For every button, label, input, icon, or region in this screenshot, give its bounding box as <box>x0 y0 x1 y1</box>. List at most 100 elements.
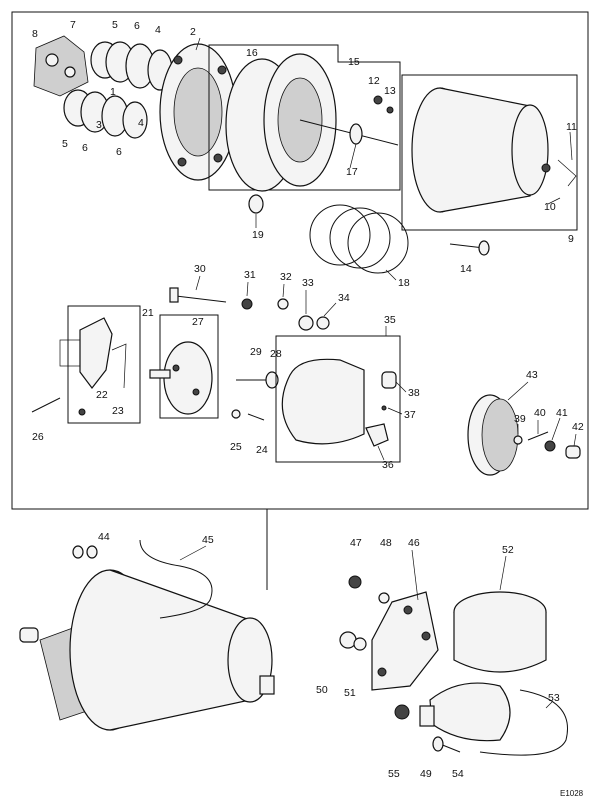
end-cover-frame <box>275 335 401 463</box>
callout-35: 35 <box>384 314 396 326</box>
callout-13: 13 <box>384 85 396 97</box>
washer-25 <box>231 409 241 419</box>
nut-47 <box>348 575 362 589</box>
diaphragm-assembly <box>225 53 399 192</box>
callout-29: 29 <box>250 346 262 358</box>
coil-housing <box>411 87 577 213</box>
leader-lines <box>179 37 577 709</box>
callout-8: 8 <box>32 28 38 40</box>
bracket-46 <box>371 591 439 691</box>
callout-34: 34 <box>338 292 350 304</box>
screw-24 <box>247 413 265 421</box>
callout-48: 48 <box>380 537 392 549</box>
callout-39: 39 <box>514 413 526 425</box>
callout-45: 45 <box>202 534 214 546</box>
callout-5b: 5 <box>62 138 68 150</box>
end-cover-35 <box>281 358 397 447</box>
callout-38: 38 <box>408 387 420 399</box>
callout-12: 12 <box>368 75 380 87</box>
callout-19: 19 <box>252 229 264 241</box>
bolt-40 <box>527 431 549 441</box>
bolt-54 <box>432 736 461 753</box>
callout-22: 22 <box>96 389 108 401</box>
bolt-30 <box>169 287 227 303</box>
callout-6c: 6 <box>116 146 122 158</box>
callout-4b: 4 <box>138 117 144 129</box>
pedestal-27 <box>149 341 213 415</box>
callout-16: 16 <box>246 47 258 59</box>
clamp-49 <box>419 682 511 742</box>
callout-2: 2 <box>190 26 196 38</box>
callout-24: 24 <box>256 444 268 456</box>
nut-31 <box>241 298 253 310</box>
callout-50: 50 <box>316 684 328 696</box>
callout-49: 49 <box>420 768 432 780</box>
callout-36: 36 <box>382 459 394 471</box>
contact-breaker-21 <box>31 317 127 416</box>
callout-labels: 1 2 3 4 4 5 5 6 6 6 7 8 9 10 11 12 13 14… <box>32 19 584 780</box>
callout-6b: 6 <box>82 142 88 154</box>
washer-39 <box>513 435 523 445</box>
pedestal-frame <box>159 314 219 419</box>
callout-5a: 5 <box>112 19 118 31</box>
nut-55 <box>394 704 410 720</box>
callout-3: 3 <box>96 119 102 131</box>
washer-48 <box>378 592 390 604</box>
washer-32 <box>277 298 289 310</box>
contact-breaker-frame <box>67 305 141 424</box>
callout-18: 18 <box>398 277 410 289</box>
callout-30: 30 <box>194 263 206 275</box>
coil-housing-frame <box>401 74 578 231</box>
callout-33: 33 <box>302 277 314 289</box>
screw-14 <box>449 240 490 256</box>
pipe-45 <box>139 539 213 619</box>
callout-42: 42 <box>572 421 584 433</box>
assembled-pump <box>19 569 275 731</box>
callout-15: 15 <box>348 56 360 68</box>
callout-17: 17 <box>346 166 358 178</box>
callout-54: 54 <box>452 768 464 780</box>
callout-7: 7 <box>70 19 76 31</box>
callout-4a: 4 <box>155 24 161 36</box>
callout-40: 40 <box>534 407 546 419</box>
sleeve-42 <box>565 445 581 459</box>
figure-code: E1028 <box>560 789 584 798</box>
diaphragm-group-frame <box>208 44 401 191</box>
callout-21: 21 <box>142 307 154 319</box>
callout-14: 14 <box>460 263 472 275</box>
callout-47: 47 <box>350 537 362 549</box>
washer-51 <box>353 637 367 651</box>
washers-44 <box>72 545 98 559</box>
callout-51: 51 <box>344 687 356 699</box>
callout-26: 26 <box>32 431 44 443</box>
callout-55: 55 <box>388 768 400 780</box>
callout-9: 9 <box>568 233 574 245</box>
callout-25: 25 <box>230 441 242 453</box>
callout-23: 23 <box>112 405 124 417</box>
callout-1: 1 <box>110 86 116 98</box>
callout-10: 10 <box>544 201 556 213</box>
callout-53: 53 <box>548 692 560 704</box>
washer-19 <box>248 194 264 214</box>
callout-41: 41 <box>556 407 568 419</box>
pump-body-left <box>33 35 237 181</box>
clamp-band-43 <box>467 394 519 476</box>
callout-6a: 6 <box>134 20 140 32</box>
callout-28: 28 <box>270 348 282 360</box>
screw-29 <box>236 371 279 389</box>
nut-41 <box>544 440 556 452</box>
callout-37: 37 <box>404 409 416 421</box>
callout-43: 43 <box>526 369 538 381</box>
callout-11: 11 <box>566 121 577 133</box>
callout-27: 27 <box>192 316 204 328</box>
upper-panel-frame <box>11 11 589 510</box>
cover-52 <box>453 591 547 673</box>
nut-33 <box>298 315 314 331</box>
spring-rings <box>309 204 409 274</box>
callout-46: 46 <box>408 537 420 549</box>
strap-53 <box>479 689 568 756</box>
callout-52: 52 <box>502 544 514 556</box>
callout-32: 32 <box>280 271 292 283</box>
